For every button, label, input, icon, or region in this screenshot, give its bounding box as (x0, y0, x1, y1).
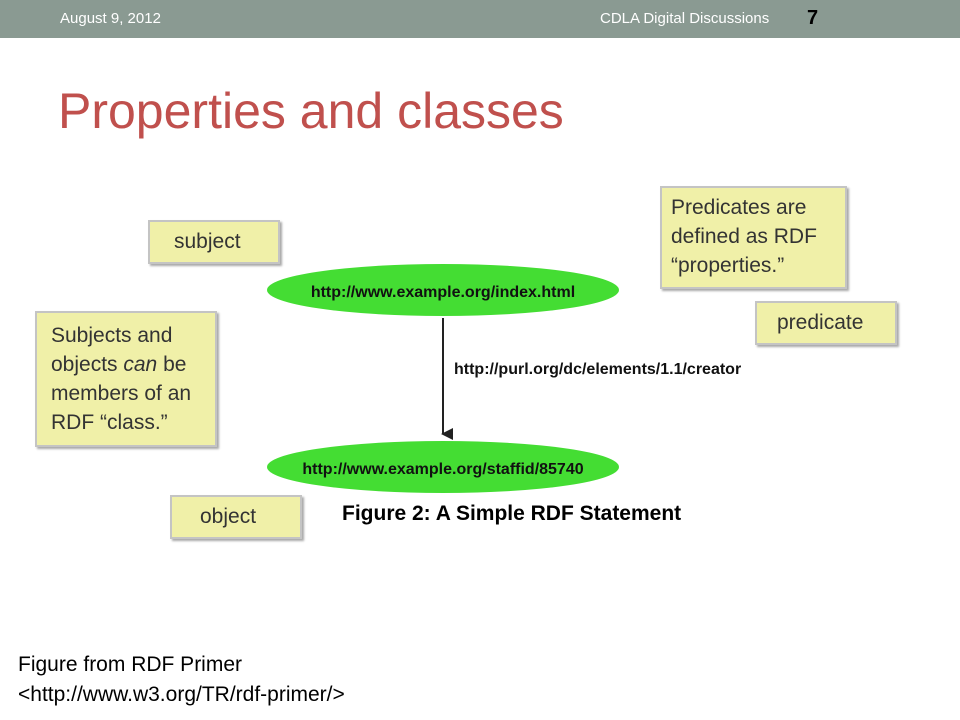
header-deck-title: CDLA Digital Discussions (600, 10, 770, 27)
subject-node-label: http://www.example.org/index.html (311, 284, 575, 301)
subjects-note-line: objects can be (51, 350, 215, 379)
subjects-note-line: members of an (51, 382, 192, 405)
predicate-label: http://purl.org/dc/elements/1.1/creator (454, 361, 741, 378)
object-callout-label: object (200, 505, 257, 528)
source-caption: Figure from RDF Primer <http://www.w3.or… (18, 650, 345, 710)
source-caption-line: Figure from RDF Primer (18, 653, 243, 676)
subjects-note-text: be (157, 353, 187, 376)
predicates-note-line: defined as RDF (671, 225, 817, 248)
subjects-note-text: objects (51, 353, 124, 376)
subjects-note-line: RDF “class.” (51, 411, 168, 434)
subject-callout: subject (148, 220, 280, 264)
predicates-note-line: Predicates are (671, 196, 807, 219)
predicate-callout: predicate (755, 301, 897, 345)
predicates-note-line: “properties.” (671, 254, 785, 277)
subject-callout-label: subject (174, 230, 241, 253)
header-bar (0, 0, 960, 38)
predicates-note-callout: Predicates are defined as RDF “propertie… (660, 186, 847, 289)
subjects-note-callout: Subjects and objects can be members of a… (35, 311, 217, 447)
subjects-note-emphasis: can (123, 353, 158, 376)
predicate-callout-label: predicate (777, 311, 864, 334)
figure-caption: Figure 2: A Simple RDF Statement (342, 502, 681, 525)
header-date: August 9, 2012 (60, 10, 161, 27)
slide-number: 7 (807, 7, 819, 29)
object-node (267, 441, 619, 493)
source-link[interactable]: <http://www.w3.org/TR/rdf-primer/> (18, 683, 345, 706)
slide-title: Properties and classes (58, 83, 564, 139)
object-callout: object (170, 495, 302, 539)
subjects-note-line: Subjects and (51, 324, 173, 347)
object-node-label: http://www.example.org/staffid/85740 (302, 461, 583, 478)
subject-node (267, 264, 619, 316)
